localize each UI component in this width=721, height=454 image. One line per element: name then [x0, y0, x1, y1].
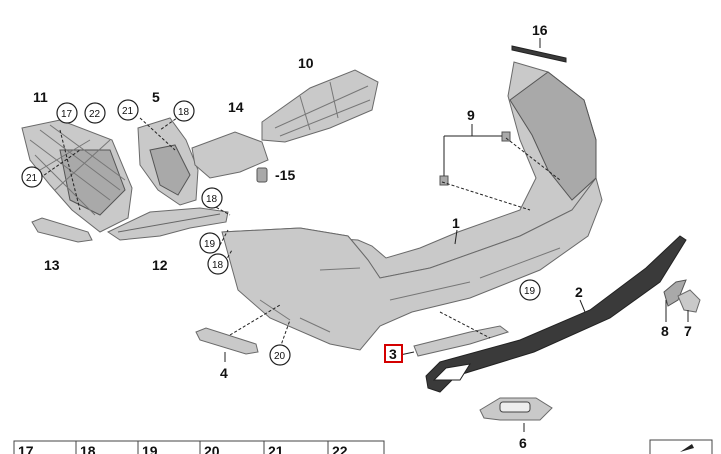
circled-references: 17 22 21 18 21 18 19 18 19 20: [21, 99, 541, 366]
legend-21: 21: [268, 443, 284, 454]
circle-17: 17: [61, 109, 73, 120]
legend-20: 20: [204, 443, 220, 454]
callout-4: 4: [220, 365, 228, 381]
callout-2: 2: [575, 284, 583, 300]
part-4-reflector[interactable]: [195, 327, 259, 355]
part-6-exhaust-tip[interactable]: [479, 397, 553, 421]
callout-3: 3: [389, 346, 397, 362]
part-10-bracket[interactable]: [261, 69, 379, 143]
callout-1: 1: [452, 215, 460, 231]
part-5-bracket[interactable]: [137, 117, 199, 206]
circle-22: 22: [89, 109, 101, 120]
callout-6: 6: [519, 435, 527, 451]
circle-21-left: 21: [26, 173, 38, 184]
part-1-bumper-cover[interactable]: [221, 61, 603, 351]
part-12-bracket[interactable]: [106, 207, 229, 241]
callout-9: 9: [467, 107, 475, 123]
part-3-reflector[interactable]: [413, 325, 510, 357]
part-8-grille[interactable]: [663, 279, 687, 307]
legend-17: 17: [18, 443, 34, 454]
circle-18-mid: 18: [206, 194, 218, 205]
callout-14: 14: [228, 99, 244, 115]
callout-3-highlight[interactable]: 3: [384, 344, 403, 363]
circle-19-left: 19: [204, 239, 216, 250]
part-16-strip[interactable]: [511, 45, 567, 63]
circle-21-top: 21: [122, 106, 134, 117]
part-9-clips[interactable]: [439, 131, 511, 186]
part-11-bracket[interactable]: [21, 119, 133, 233]
callout-16: 16: [532, 22, 548, 38]
legend-19: 19: [142, 443, 158, 454]
leader-lines: [39, 38, 689, 432]
callout-13: 13: [44, 257, 60, 273]
callout-12: 12: [152, 257, 168, 273]
circle-19-right: 19: [524, 286, 536, 297]
part-2-diffuser[interactable]: [425, 235, 687, 393]
part-7-cover[interactable]: [677, 289, 701, 313]
callout-8: 8: [661, 323, 669, 339]
circle-20: 20: [274, 351, 286, 362]
callout-15: -15: [275, 167, 295, 183]
callout-5: 5: [152, 89, 160, 105]
callout-labels: 11 5 14 10 16 9 -15 1 13 12 2 8 7 4 6: [33, 22, 692, 451]
legend-18: 18: [80, 443, 96, 454]
circle-18-top: 18: [178, 107, 190, 118]
circle-18-low: 18: [212, 260, 224, 271]
callout-11: 11: [33, 89, 48, 105]
legend-strip: 17 18 19 20 21 22: [13, 439, 713, 454]
callout-7: 7: [684, 323, 692, 339]
callout-10: 10: [298, 55, 314, 71]
legend-22: 22: [332, 443, 348, 454]
part-14-panel[interactable]: [191, 131, 269, 179]
part-15-clip[interactable]: [256, 167, 268, 183]
part-13-reflector[interactable]: [31, 217, 93, 243]
